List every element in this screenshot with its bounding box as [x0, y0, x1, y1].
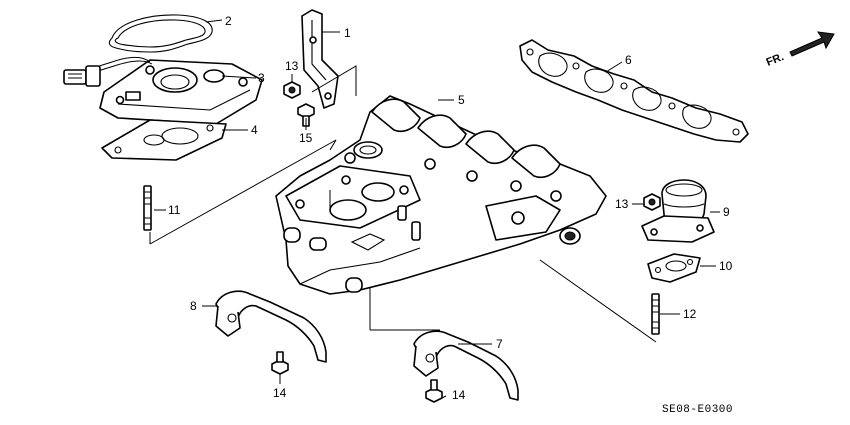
part-6-gasket — [519, 39, 749, 143]
callout-5: 5 — [458, 93, 465, 107]
front-direction-indicator: FR. — [765, 31, 835, 69]
callout-6: 6 — [625, 53, 632, 67]
part-13-nut-right — [643, 193, 661, 211]
part-9-valve — [641, 179, 715, 243]
direction-label: FR. — [765, 51, 786, 69]
callout-14-right: 14 — [452, 388, 466, 402]
part-10-gasket — [647, 253, 701, 283]
part-3-throttle-body — [63, 56, 263, 125]
part-1-bracket — [301, 9, 339, 109]
callout-14-left: 14 — [273, 386, 287, 400]
part-4-gasket — [101, 119, 227, 161]
part-2-gasket — [108, 14, 213, 53]
callout-1: 1 — [344, 26, 351, 40]
part-14-bolt-left — [271, 351, 289, 375]
callout-4: 4 — [251, 123, 258, 137]
callout-10: 10 — [719, 259, 733, 273]
callout-13-right: 13 — [615, 197, 629, 211]
callout-leaders — [154, 19, 720, 403]
part-8-bracket — [215, 290, 327, 363]
callout-9: 9 — [723, 205, 730, 219]
callout-3: 3 — [258, 71, 265, 85]
arrow-icon — [789, 31, 835, 57]
callout-2: 2 — [225, 14, 232, 28]
callout-15: 15 — [299, 131, 313, 145]
callout-11: 11 — [168, 203, 181, 217]
callout-12: 12 — [683, 307, 697, 321]
part-12-stud-bolt — [651, 293, 660, 335]
part-7-bracket — [413, 330, 519, 401]
callout-13-left: 13 — [285, 59, 299, 73]
callout-7: 7 — [496, 337, 503, 351]
callout-8: 8 — [190, 299, 197, 313]
part-5-intake-manifold — [275, 95, 607, 295]
diagram-code: SE08-E0300 — [662, 404, 733, 416]
part-11-stud-bolt — [143, 185, 152, 231]
assembly-lines — [149, 65, 657, 343]
callout-labels: 1 2 3 4 5 6 7 8 9 10 11 12 13 13 14 14 1… — [168, 14, 733, 402]
part-13-nut-left — [283, 81, 301, 99]
